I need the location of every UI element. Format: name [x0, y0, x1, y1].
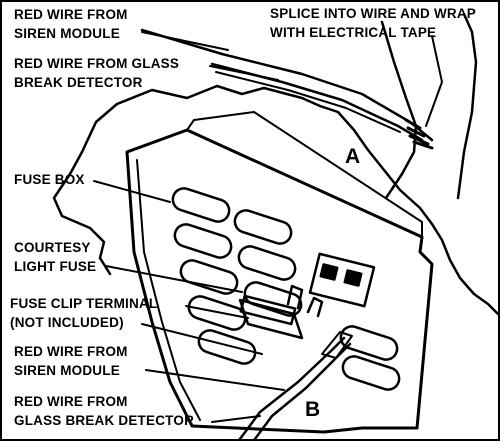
leader-red-wire-glass-top — [209, 65, 279, 81]
label-red-wire-glass-bottom-line1: RED WIRE FROM — [14, 394, 128, 409]
label-red-wire-glass-bottom-line2: GLASS BREAK DETECTOR — [14, 413, 195, 428]
label-fuse-clip-line1: FUSE CLIP TERMINAL — [10, 296, 158, 311]
label-red-wire-glass-bottom: RED WIRE FROM GLASS BREAK DETECTOR — [14, 392, 194, 430]
wire-glass-top-2 — [215, 71, 401, 133]
fuse-slots — [171, 187, 401, 391]
label-courtesy-fuse: COURTESY LIGHT FUSE — [14, 238, 96, 276]
leader-fuse-clip-2 — [141, 323, 263, 355]
dash-panel-left-edge — [52, 102, 119, 276]
label-red-wire-glass-top-line2: BREAK DETECTOR — [14, 75, 143, 90]
label-red-wire-siren-top: RED WIRE FROM SIREN MODULE — [14, 5, 128, 43]
label-red-wire-siren-bottom-line1: RED WIRE FROM — [14, 344, 128, 359]
leader-glass-bottom — [211, 415, 261, 423]
relay-block — [308, 252, 376, 308]
label-fuse-clip-line2: (NOT INCLUDED) — [10, 315, 124, 330]
wire-siren-bottom — [238, 336, 346, 439]
label-splice-note-line1: SPLICE INTO WIRE AND WRAP — [270, 6, 477, 21]
dash-panel-outline — [115, 84, 498, 316]
label-fuse-clip: FUSE CLIP TERMINAL (NOT INCLUDED) — [10, 294, 157, 332]
label-splice-note: SPLICE INTO WIRE AND WRAP WITH ELECTRICA… — [270, 4, 476, 42]
label-courtesy-fuse-line2: LIGHT FUSE — [14, 259, 97, 274]
label-red-wire-siren-top-line1: RED WIRE FROM — [14, 7, 128, 22]
wire-glass-bottom — [253, 342, 352, 439]
leader-courtesy-fuse — [105, 265, 243, 293]
splice-wrap — [404, 118, 434, 150]
leader-splice — [425, 35, 443, 127]
label-courtesy-fuse-line1: COURTESY — [14, 240, 91, 255]
leader-siren-bottom — [145, 369, 285, 391]
wire-vertical — [456, 12, 478, 200]
fuse-box-housing — [125, 128, 434, 434]
label-fuse-box: FUSE BOX — [14, 172, 85, 187]
label-red-wire-siren-top-line2: SIREN MODULE — [14, 26, 120, 41]
marker-a: A — [345, 145, 361, 168]
leader-fuse-box — [93, 180, 171, 203]
fuse-clip-terminal — [238, 284, 324, 340]
leader-fuse-clip — [185, 305, 249, 319]
leader-red-wire-siren-top — [141, 31, 229, 51]
marker-b: B — [305, 398, 321, 421]
label-red-wire-glass-top-line1: RED WIRE FROM GLASS — [14, 56, 180, 71]
label-red-wire-glass-top: RED WIRE FROM GLASS BREAK DETECTOR — [14, 54, 179, 92]
label-red-wire-siren-bottom: RED WIRE FROM SIREN MODULE — [14, 342, 128, 380]
label-red-wire-siren-bottom-line2: SIREN MODULE — [14, 363, 120, 378]
label-splice-note-line2: WITH ELECTRICAL TAPE — [270, 25, 437, 40]
